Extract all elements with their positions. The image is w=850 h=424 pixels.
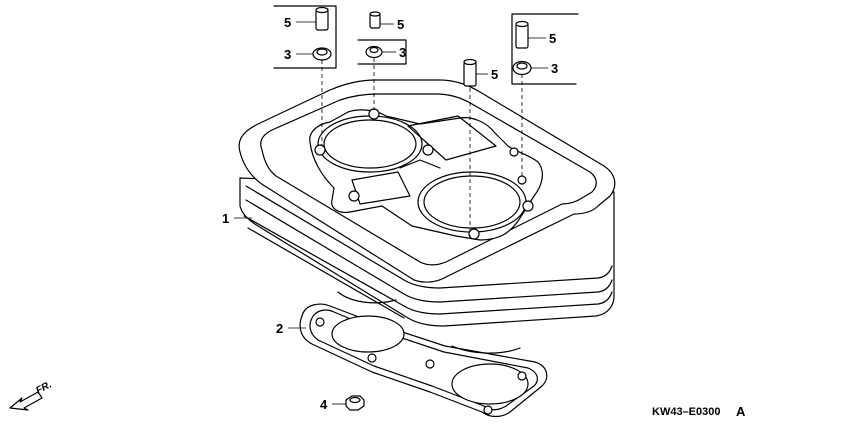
callout-labels: 5 3 5 3 5 5 3 1 2 4 [222, 15, 558, 412]
diagram-revision: A [736, 404, 746, 419]
front-direction-indicator: FR. [9, 379, 54, 411]
cylinder-block [238, 79, 616, 354]
diagram-code: KW43–E0300 [652, 406, 721, 418]
callout-dowel-d: 5 [549, 31, 556, 46]
dowel-pins-and-orings [312, 6, 532, 236]
callout-gasket: 2 [276, 321, 283, 336]
callout-nut: 4 [320, 397, 328, 412]
callout-oring-a: 3 [284, 47, 291, 62]
callout-oring-b: 3 [399, 45, 406, 60]
callout-cylinder: 1 [222, 211, 229, 226]
cylinder-base-gasket [299, 303, 548, 418]
front-arrow-icon [9, 391, 43, 411]
callout-oring-c: 3 [551, 61, 558, 76]
front-label: FR. [34, 379, 53, 396]
callout-dowel-b: 5 [397, 17, 404, 32]
bracket-lines [273, 5, 579, 85]
callout-dowel-a: 5 [284, 15, 291, 30]
flange-nut [345, 395, 365, 411]
leader-lines [234, 21, 548, 405]
diagram-reference: KW43–E0300 A [652, 404, 746, 419]
callout-dowel-c: 5 [491, 67, 498, 82]
